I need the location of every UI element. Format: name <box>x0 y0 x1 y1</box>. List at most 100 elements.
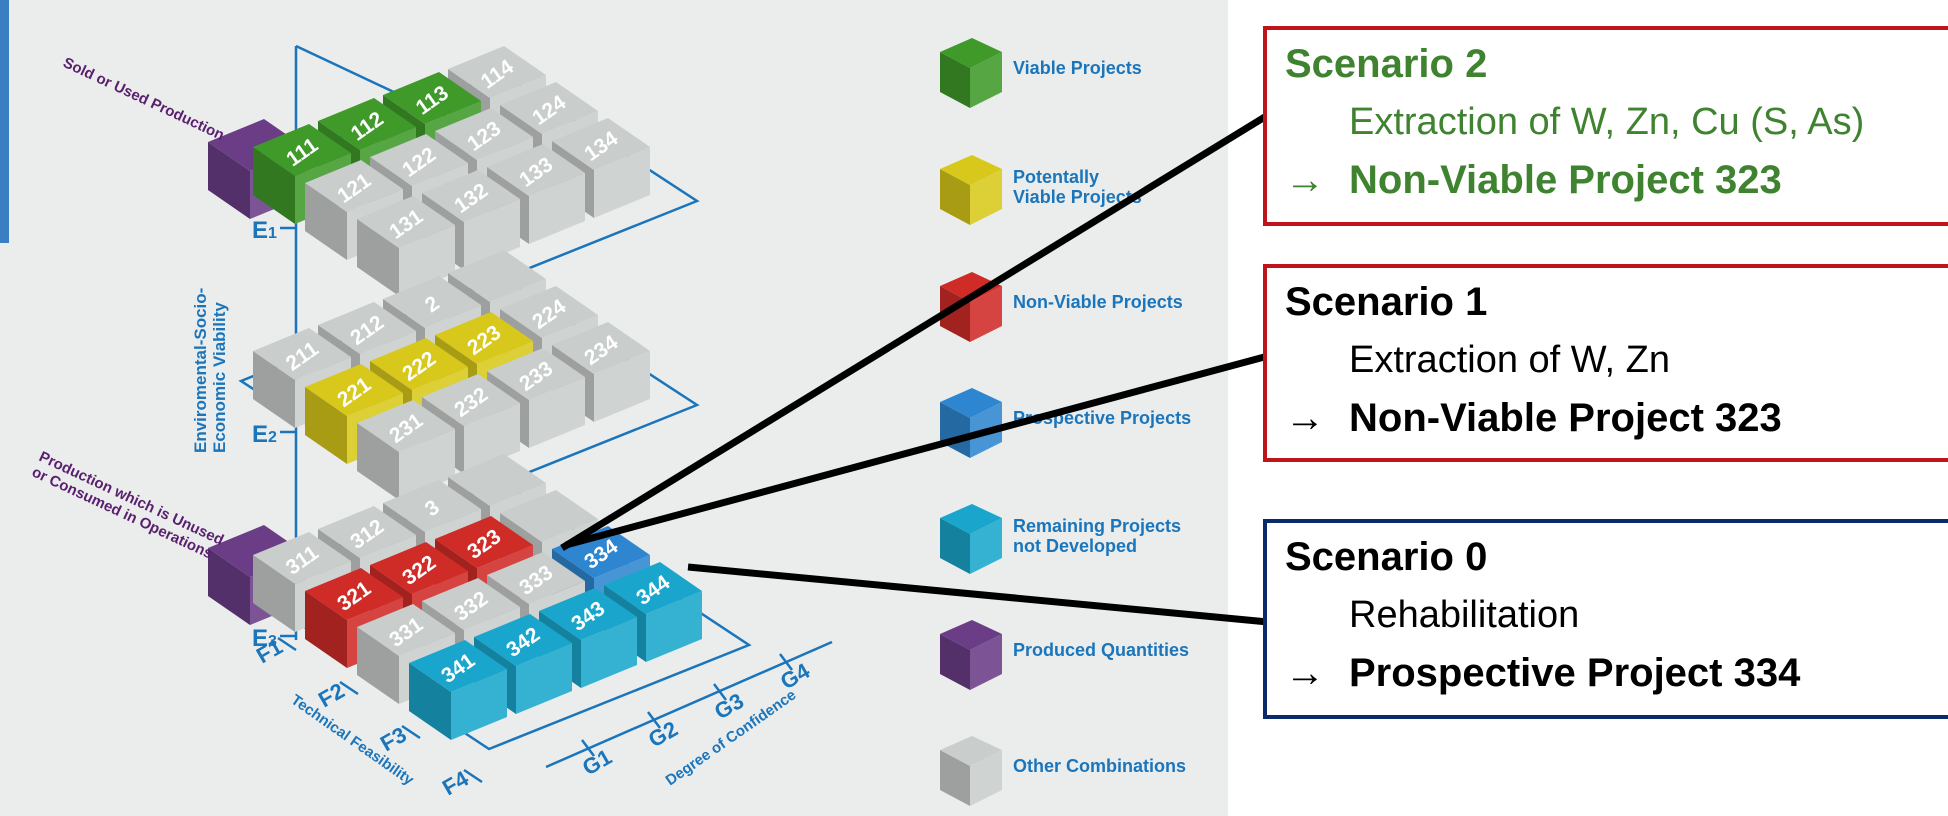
cube-top-face <box>357 400 455 452</box>
cube-left-face <box>409 663 451 740</box>
legend-label: Produced Quantities <box>1013 640 1189 660</box>
cube-top-face <box>357 604 455 656</box>
cube-left-face <box>253 351 295 428</box>
cube-right-face <box>516 643 572 714</box>
cube-341: 341 <box>409 640 507 740</box>
scenario-1-box: Scenario 1 Extraction of W, Zn → Non-Viab… <box>1263 264 1948 462</box>
cube-top-face <box>370 134 468 186</box>
cube-top-face <box>487 144 585 196</box>
cube-right-face <box>529 377 585 448</box>
scenario-1-title: Scenario 1 <box>1285 280 1488 324</box>
scenario-1-result-text: Non-Viable Project 323 <box>1349 396 1782 440</box>
legend-item: Produced Quantities <box>940 620 1189 690</box>
legend-label: Non-Viable Projects <box>1013 292 1183 312</box>
unused-production-line1: Production which is Unused <box>36 448 226 549</box>
scenario-1-arrow: → <box>1285 396 1325 440</box>
scenario-2-result-text: Non-Viable Project 323 <box>1349 158 1782 202</box>
cube-top-face <box>474 614 572 666</box>
cube-left-face <box>357 219 399 296</box>
cube-top-face <box>487 552 585 604</box>
e2-label: E2 <box>252 421 277 448</box>
scenario1-leader <box>565 352 1269 549</box>
e1-label: E1 <box>252 217 277 244</box>
cube-top-face <box>487 348 585 400</box>
scenario-2-description: Extraction of W, Zn, Cu (S, As) <box>1349 101 1865 143</box>
cube-top-face <box>448 250 546 302</box>
legend-item: Other Combinations <box>940 736 1186 806</box>
cube-left-face <box>305 591 347 668</box>
cube-top-face <box>552 118 650 170</box>
cube-top-face <box>305 364 403 416</box>
scenario-2-result: → Non-Viable Project 323 <box>1285 156 1782 204</box>
cube-top-face <box>539 588 637 640</box>
cube-top-face <box>305 568 403 620</box>
scenario-0-arrow: → <box>1285 651 1325 695</box>
cube-left-face <box>208 548 250 625</box>
scenario-leader-lines <box>560 112 1270 626</box>
cube-top-face <box>422 578 520 630</box>
scenario-1-description: Extraction of W, Zn <box>1349 339 1670 381</box>
scenario-2-title: Scenario 2 <box>1285 42 1488 86</box>
cube-right-face <box>594 147 650 218</box>
scenario-0-box: Scenario 0 Rehabilitation →Prospective P… <box>1263 519 1948 719</box>
legend-item: Viable Projects <box>940 38 1142 108</box>
legend-label: Remaining Projects <box>1013 516 1181 536</box>
scenario-0-title: Scenario 0 <box>1285 535 1488 579</box>
red-cube-icon <box>940 272 1002 342</box>
cube-top-face <box>318 302 416 354</box>
cube-left-face <box>357 423 399 500</box>
cube-top-face <box>435 108 533 160</box>
legend-label: Viable Projects <box>1013 187 1142 207</box>
cube-top-face <box>500 82 598 134</box>
cube-top-face <box>552 322 650 374</box>
cube-top-face <box>318 506 416 558</box>
cube-top-face <box>370 542 468 594</box>
cube-top-face <box>383 480 481 532</box>
cube-top-face <box>370 338 468 390</box>
cube-grid: 1141131121111241231221211341331321312212… <box>208 46 702 740</box>
cube-top-face <box>383 72 481 124</box>
legend-label: Other Combinations <box>1013 756 1186 776</box>
scenario2-leader <box>560 112 1270 551</box>
cube-top-face <box>422 170 520 222</box>
f-tick <box>401 724 421 740</box>
vertical-axis-title-line1: Enviromental-Socio- <box>191 288 210 453</box>
cube-right-face <box>594 351 650 422</box>
cube-top-face <box>383 276 481 328</box>
cube-top-face <box>253 124 351 176</box>
cube-left-face <box>253 555 295 632</box>
cube-top-face <box>409 640 507 692</box>
scenario0-leader <box>687 563 1269 626</box>
cube-left-face <box>305 183 347 260</box>
cube-right-face <box>529 173 585 244</box>
scenario-2-arrow: → <box>1285 158 1325 202</box>
legend-item: Non-Viable Projects <box>940 272 1183 342</box>
legend-label: not Developed <box>1013 536 1137 556</box>
legend-item: Prospective Projects <box>940 388 1191 458</box>
purple-cube-icon <box>940 620 1002 690</box>
scenario-1-result: → Non-Viable Project 323 <box>1285 394 1782 442</box>
scenario-2-box: Scenario 2 Extraction of W, Zn, Cu (S, A… <box>1263 26 1948 226</box>
cube-top-face <box>253 532 351 584</box>
green-cube-icon <box>940 38 1002 108</box>
cube-top-face <box>435 516 533 568</box>
legend-label: Viable Projects <box>1013 58 1142 78</box>
cube-top-face <box>448 46 546 98</box>
f-tick <box>339 680 359 696</box>
cube-top-face <box>604 562 702 614</box>
unused-production-line2: or Consumed in Operations <box>29 464 215 563</box>
cube-top-face <box>357 196 455 248</box>
f-axis-label: F4 <box>438 765 473 800</box>
cube-right-face <box>581 617 637 688</box>
vertical-axis-title-line2: Economic Viability <box>210 302 229 453</box>
vertical-axis-title: Enviromental-Socio- Economic Viability <box>191 283 229 453</box>
unused-production-label: Production which is Unused or Consumed i… <box>29 448 230 566</box>
cube-top-face <box>305 160 403 212</box>
scenario-0-result: →Prospective Project 334 <box>1285 649 1800 697</box>
f-tick <box>463 768 483 784</box>
cube-top-face <box>253 328 351 380</box>
blue-cube-icon <box>940 388 1002 458</box>
sold-used-production-label: Sold or Used Production <box>60 54 227 144</box>
